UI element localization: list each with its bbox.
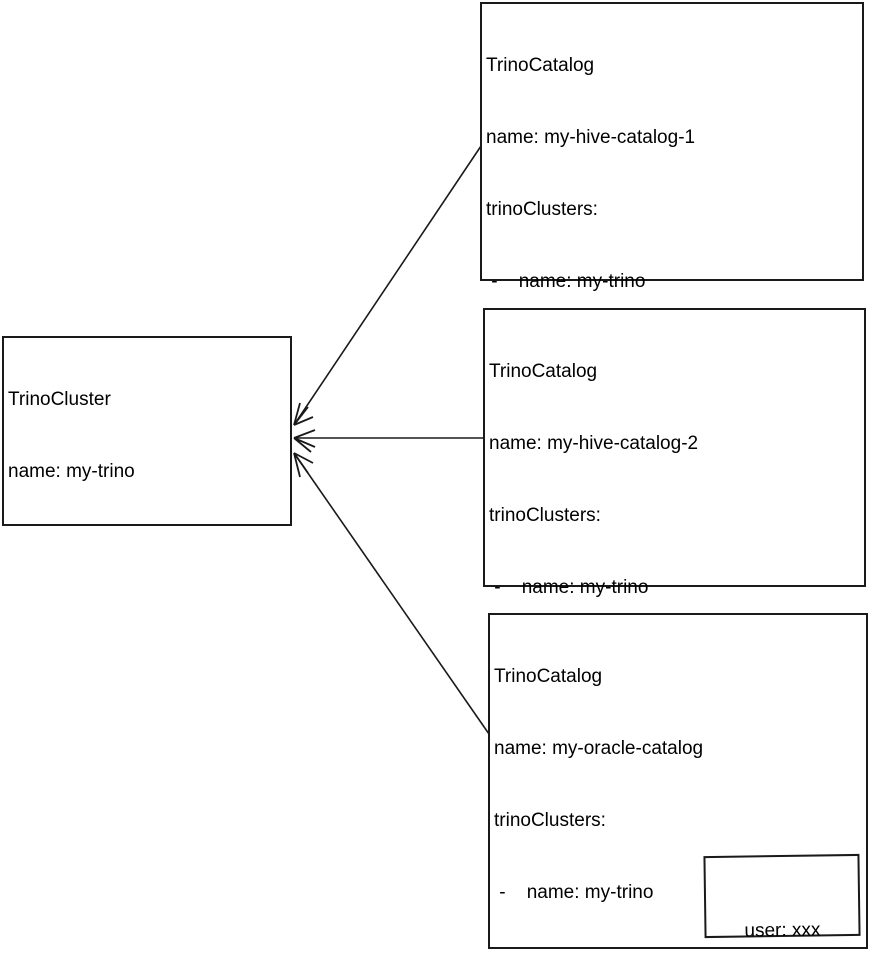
catalog-1-line-name: name: my-hive-catalog-1 xyxy=(486,127,696,148)
catalog-3-line-name: name: my-oracle-catalog xyxy=(494,738,704,759)
secret-node[interactable]: user: xxx password: xxx xyxy=(703,853,861,942)
catalog-2-line-kind: TrinoCatalog xyxy=(489,361,598,382)
secret-text: user: xxx password: xxx xyxy=(706,870,861,954)
catalog-2-line-name: name: my-hive-catalog-2 xyxy=(489,433,699,454)
edge-catalog-2-to-cluster xyxy=(293,429,483,453)
catalog-2-line-cluster-name: - name: my-trino xyxy=(489,577,649,598)
catalog-3-line-cluster-name: - name: my-trino xyxy=(494,882,654,903)
secret-line-user: user: xxx xyxy=(744,919,821,942)
trinocatalog-node-my-oracle-catalog[interactable]: TrinoCatalog name: my-oracle-catalog tri… xyxy=(488,613,868,949)
edge-catalog-3-to-cluster xyxy=(293,452,490,735)
catalog-3-line-kind: TrinoCatalog xyxy=(494,666,603,687)
trinocatalog-3-text: TrinoCatalog name: my-oracle-catalog tri… xyxy=(494,617,864,954)
trinocluster-line-name: name: my-trino xyxy=(8,461,135,482)
edge-catalog-1-to-cluster xyxy=(293,145,482,426)
trinocluster-line-kind: TrinoCluster xyxy=(8,389,111,410)
trinocluster-text: TrinoCluster name: my-trino xyxy=(8,340,288,532)
catalog-3-line-trinoclusters: trinoClusters: xyxy=(494,810,606,831)
catalog-1-line-kind: TrinoCatalog xyxy=(486,55,595,76)
catalog-2-line-trinoclusters: trinoClusters: xyxy=(489,505,601,526)
trinocatalog-node-my-hive-catalog-2[interactable]: TrinoCatalog name: my-hive-catalog-2 tri… xyxy=(483,308,866,886)
trinocluster-node[interactable]: TrinoCluster name: my-trino xyxy=(2,336,292,526)
trinocatalog-node-my-hive-catalog-1[interactable]: TrinoCatalog name: my-hive-catalog-1 tri… xyxy=(480,2,864,652)
catalog-1-line-trinoclusters: trinoClusters: xyxy=(486,199,598,220)
catalog-1-line-cluster-name: - name: my-trino xyxy=(486,271,646,292)
